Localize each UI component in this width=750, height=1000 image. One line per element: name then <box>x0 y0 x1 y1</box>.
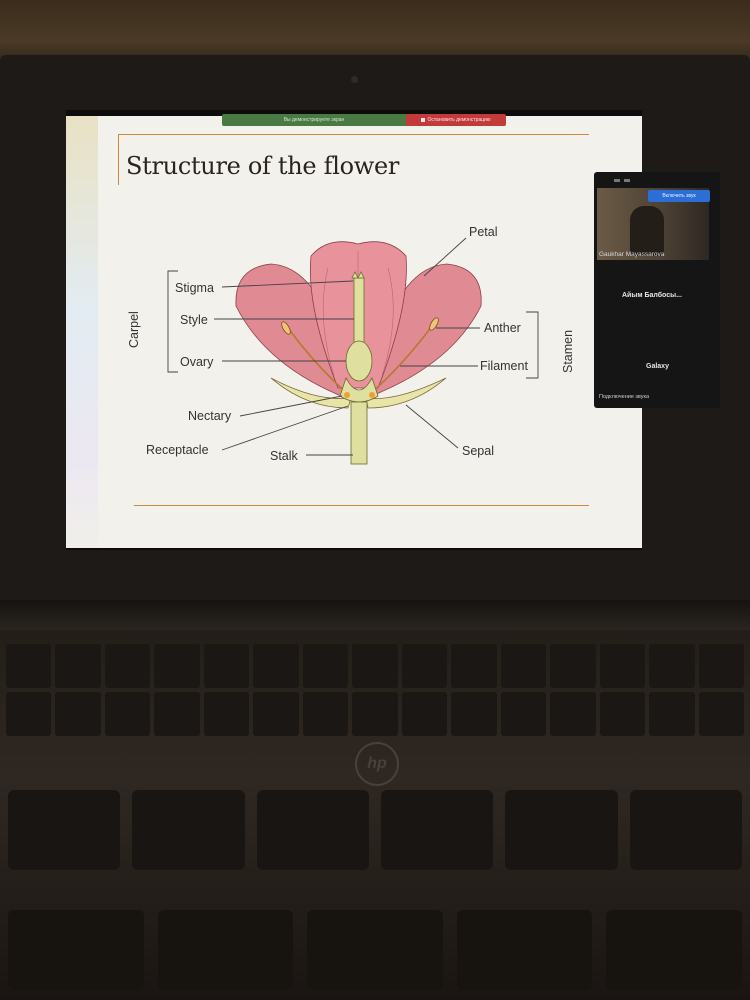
key <box>302 692 349 736</box>
key <box>451 644 497 688</box>
flower-diagram: Petal Stigma Style Ovary Carpel Anther F… <box>127 225 575 465</box>
ovary <box>345 340 373 382</box>
key <box>55 644 101 688</box>
slide-title: Structure of the flower <box>126 152 400 180</box>
label-petal: Petal <box>469 225 498 239</box>
label-stalk: Stalk <box>270 449 299 463</box>
label-ovary: Ovary <box>180 355 214 369</box>
label-receptacle: Receptacle <box>146 443 209 457</box>
key-row <box>0 790 750 870</box>
sepal-left <box>270 377 352 409</box>
label-sepal: Sepal <box>462 444 494 458</box>
key <box>698 644 744 688</box>
key <box>649 644 695 688</box>
key <box>154 644 200 688</box>
key <box>203 692 250 736</box>
participant-name[interactable]: Айым Балбосы... <box>622 292 682 299</box>
stop-share-button[interactable]: Остановить демонстрацию <box>406 114 506 126</box>
label-stamen: Stamen <box>561 330 575 373</box>
nectary-left <box>344 392 350 398</box>
key <box>599 692 646 736</box>
key <box>380 790 494 870</box>
screen-share-toolbar: Вы демонстрируете экран Остановить демон… <box>222 114 506 126</box>
stalk <box>350 401 368 465</box>
key-row <box>0 910 750 990</box>
stigma <box>351 271 365 279</box>
key <box>401 644 448 688</box>
filament-left <box>287 327 349 395</box>
laptop-hinge <box>0 600 750 630</box>
key <box>104 692 151 736</box>
label-stigma: Stigma <box>175 281 214 295</box>
participant-name: Gaukhar Mayassarova <box>599 251 665 258</box>
key <box>550 644 596 688</box>
key <box>253 692 299 736</box>
key <box>6 644 52 688</box>
key <box>456 910 593 990</box>
key <box>8 790 121 870</box>
key <box>154 692 200 736</box>
hp-logo-icon: hp <box>355 742 399 786</box>
slide-decoration <box>66 116 98 548</box>
key <box>451 692 497 736</box>
anther-right <box>429 317 439 331</box>
key <box>606 910 742 990</box>
key <box>599 644 646 688</box>
key <box>6 692 52 736</box>
key <box>104 644 151 688</box>
key <box>649 692 695 736</box>
label-nectary: Nectary <box>188 409 232 423</box>
key <box>698 692 744 736</box>
key <box>256 790 369 870</box>
webcam-icon <box>351 76 358 83</box>
key <box>550 692 596 736</box>
key <box>307 910 443 990</box>
key <box>132 790 245 870</box>
label-anther: Anther <box>484 321 521 335</box>
stop-share-label: Остановить демонстрацию <box>427 117 491 123</box>
label-carpel: Carpel <box>127 311 141 348</box>
label-style: Style <box>180 313 208 327</box>
key <box>203 644 250 688</box>
panel-header <box>594 172 720 188</box>
share-status-text: Вы демонстрируете экран <box>222 114 406 126</box>
key <box>55 692 101 736</box>
key <box>505 790 618 870</box>
stop-icon <box>421 118 426 122</box>
participant-video-silhouette <box>630 206 664 256</box>
key <box>8 910 144 990</box>
view-toggle-icon[interactable] <box>624 178 630 182</box>
participant-name[interactable]: Galaxy <box>646 363 669 370</box>
keyboard <box>0 640 750 740</box>
key <box>302 644 349 688</box>
anther-left <box>281 321 291 335</box>
style <box>353 277 365 349</box>
slide-divider <box>134 505 589 506</box>
key <box>157 910 294 990</box>
audio-status-text: Подключение звука <box>599 394 650 400</box>
key <box>401 692 448 736</box>
filament-right <box>369 325 433 395</box>
presentation-slide: Structure of the flower <box>66 116 642 548</box>
key <box>352 644 398 688</box>
key <box>253 644 299 688</box>
key <box>629 790 742 870</box>
key <box>500 692 547 736</box>
minimize-icon[interactable] <box>614 178 620 182</box>
nectary-right <box>369 392 375 398</box>
label-filament: Filament <box>480 359 528 373</box>
title-frame <box>118 134 589 185</box>
leader-lines <box>167 237 539 456</box>
unmute-button[interactable]: Включить звук <box>648 190 710 202</box>
key <box>352 692 398 736</box>
key <box>500 644 547 688</box>
